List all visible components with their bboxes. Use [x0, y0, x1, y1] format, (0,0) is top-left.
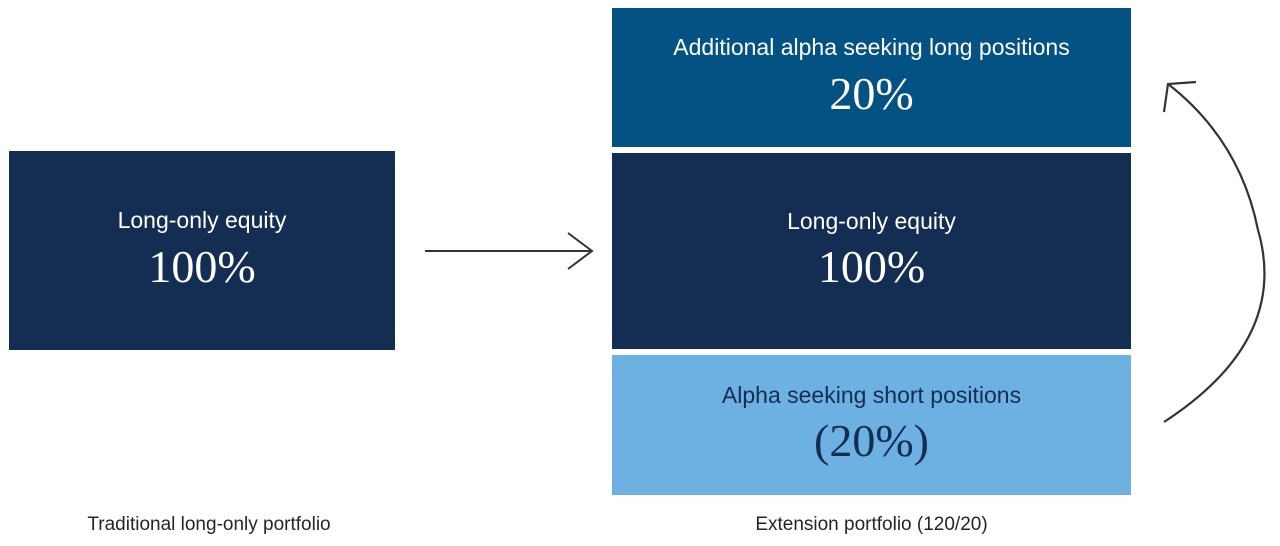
- short-positions-value: (20%): [814, 415, 929, 467]
- extension-long-only-box: Long-only equity 100%: [612, 153, 1131, 349]
- traditional-caption: Traditional long-only portfolio: [87, 514, 331, 535]
- additional-long-value: 20%: [829, 67, 914, 119]
- curved-arrow-icon: [1162, 80, 1266, 423]
- traditional-box-value: 100%: [148, 240, 256, 292]
- additional-long-label: Additional alpha seeking long positions: [673, 34, 1070, 61]
- short-positions-box: Alpha seeking short positions (20%): [612, 355, 1131, 495]
- additional-long-positions-box: Additional alpha seeking long positions …: [612, 8, 1131, 147]
- short-positions-label: Alpha seeking short positions: [721, 381, 1022, 408]
- right-arrow-icon: [425, 232, 594, 270]
- extension-long-only-value: 100%: [817, 241, 926, 293]
- traditional-box-label: Long-only equity: [117, 207, 287, 234]
- traditional-long-only-box: Long-only equity 100%: [9, 151, 395, 350]
- extension-caption: Extension portfolio (120/20): [755, 514, 988, 535]
- extension-long-only-label: Long-only equity: [787, 207, 956, 234]
